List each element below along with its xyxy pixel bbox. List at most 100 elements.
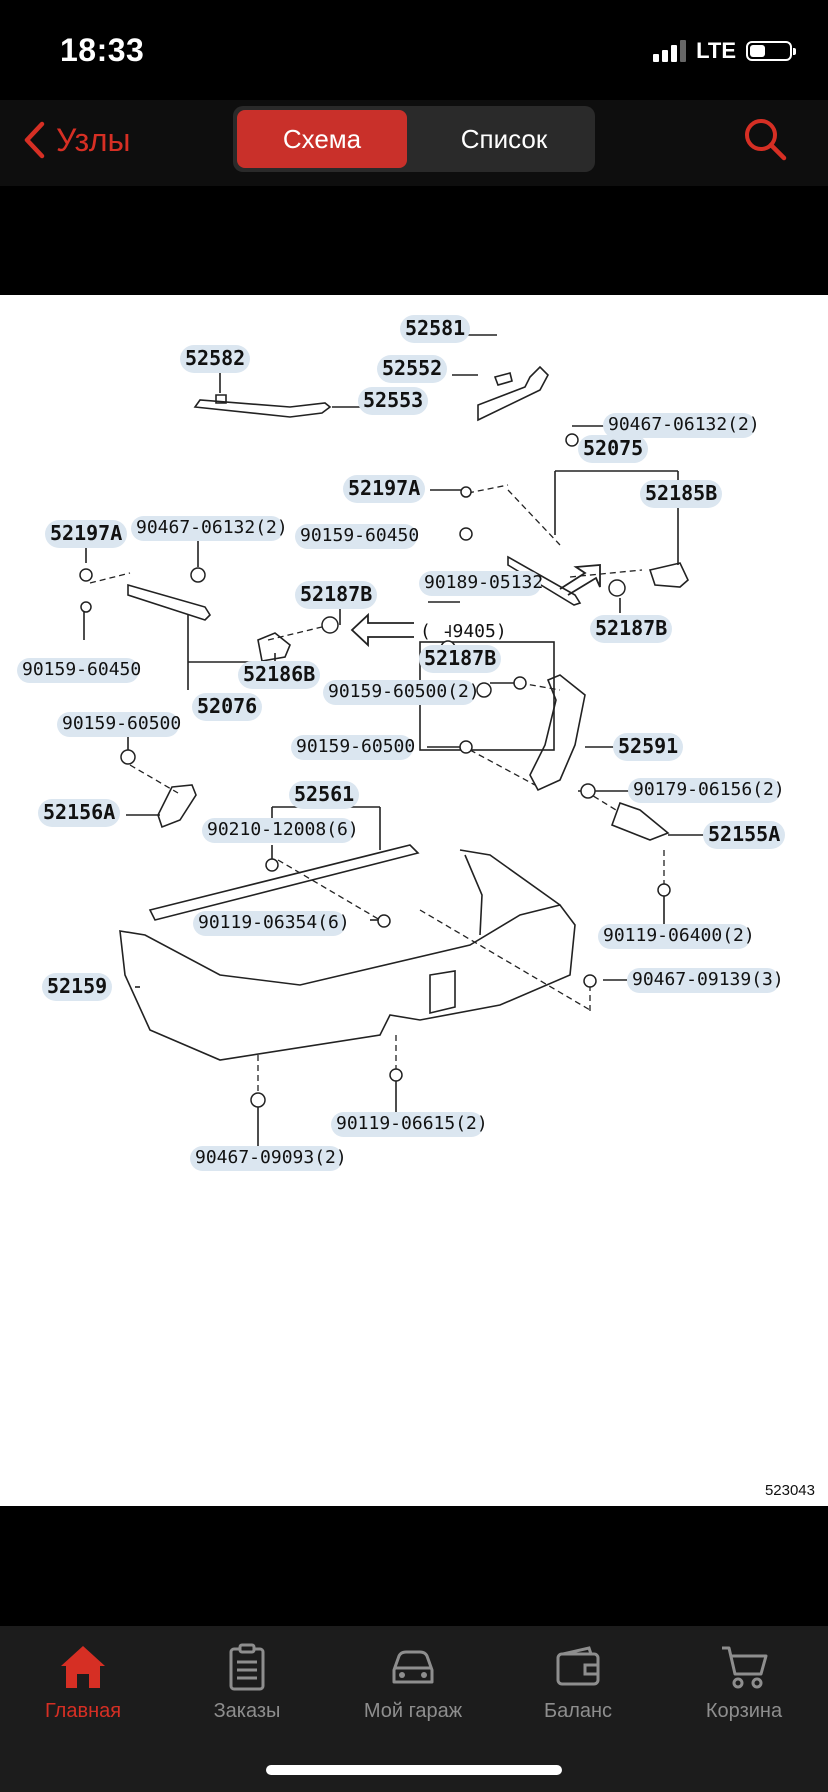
part-number: 90467-06132(2) <box>136 517 288 538</box>
part-label[interactable]: 90467-09093(2) <box>190 1146 347 1171</box>
part-number: 90159-60500 <box>62 713 181 734</box>
part-label-bg <box>180 345 250 373</box>
part-label[interactable]: 52591 <box>613 733 683 761</box>
part-number: 90189-05132 <box>424 572 543 593</box>
part-number: 90210-12008(6) <box>207 819 359 840</box>
part-label[interactable]: 52186B <box>238 661 320 689</box>
part-label[interactable]: 52187B <box>295 581 377 609</box>
part-number: 52581 <box>405 316 465 340</box>
part-label[interactable]: 90467-09139(3) <box>627 968 784 993</box>
part-label[interactable]: 90179-06156(2) <box>628 778 785 803</box>
part-label[interactable]: 90159-60500 <box>57 712 181 737</box>
part-label[interactable]: 90189-05132 <box>419 571 543 596</box>
part-label-bg <box>640 480 722 508</box>
cart-icon <box>722 1646 768 1689</box>
part-label-bg <box>603 413 756 438</box>
segment-list[interactable]: Список <box>460 123 548 154</box>
part-label[interactable]: 90119-06615(2) <box>331 1112 488 1137</box>
part-label-bg <box>613 733 683 761</box>
back-label: Узлы <box>56 121 131 158</box>
part-label[interactable]: 90159-60450 <box>295 524 419 549</box>
part-52076-shape <box>127 583 212 621</box>
part-number: 90119-06354(6) <box>198 912 350 933</box>
part-label[interactable]: 52187B <box>590 615 672 643</box>
segment-scheme[interactable]: Схема <box>237 110 407 168</box>
part-label[interactable]: 52581 <box>400 315 470 343</box>
part-number: 52186B <box>243 662 315 686</box>
part-label[interactable]: 90119-06400(2) <box>598 924 755 949</box>
tab-label: Баланс <box>543 1700 613 1722</box>
part-52185b-shape <box>648 562 689 588</box>
part-label-bg <box>202 818 355 843</box>
view-segmented-control: Схема Список <box>233 106 595 172</box>
part-label[interactable]: 52553 <box>358 387 428 415</box>
part-label-bg <box>358 387 428 415</box>
part-number: 52155A <box>708 822 780 846</box>
part-label-bg <box>703 821 785 849</box>
part-label[interactable]: 52076 <box>192 693 262 721</box>
part-number: 90159-60450 <box>300 525 419 546</box>
part-label[interactable]: 90210-12008(6) <box>202 818 359 843</box>
part-label[interactable]: 52187B <box>419 645 501 673</box>
part-label-bg <box>343 475 425 503</box>
tab-orders[interactable]: Заказы <box>172 1640 322 1740</box>
part-label-bg <box>331 1112 484 1137</box>
part-label[interactable]: 90159-60500 <box>291 735 415 760</box>
part-number: 90119-06400(2) <box>603 925 755 946</box>
part-52186b-shape <box>257 632 291 662</box>
part-label[interactable]: 52197A <box>343 475 425 503</box>
orders-icon <box>229 1643 265 1691</box>
part-label[interactable]: 52552 <box>377 355 447 383</box>
tab-label: Заказы <box>213 1700 281 1722</box>
part-label[interactable]: 90159-60450 <box>17 658 141 683</box>
part-number: 90159-60500(2) <box>328 681 480 702</box>
part-label[interactable]: 52185B <box>640 480 722 508</box>
part-label[interactable]: 52197A <box>45 520 127 548</box>
tab-bar: Главная Заказы Мой гараж Баланс <box>0 1626 828 1792</box>
part-label-bg <box>57 712 180 737</box>
part-number: 52591 <box>618 734 678 758</box>
part-label[interactable]: 90467-06132(2) <box>603 413 760 438</box>
part-label[interactable]: 52159 <box>42 973 112 1001</box>
part-label[interactable]: 52156A <box>38 799 120 827</box>
part-label-bg <box>295 581 377 609</box>
diagram-code: 523043 <box>765 1482 815 1499</box>
part-label-bg <box>578 435 648 463</box>
search-icon[interactable] <box>742 116 788 162</box>
part-number: 52553 <box>363 388 423 412</box>
part-number: 52075 <box>583 436 643 460</box>
part-number: 52076 <box>197 694 257 718</box>
chevron-left-icon <box>24 121 45 159</box>
part-number: 52197A <box>50 521 122 545</box>
part-number: 52197A <box>348 476 420 500</box>
tab-balance[interactable]: Баланс <box>503 1640 653 1740</box>
part-label[interactable]: 52155A <box>703 821 785 849</box>
part-label-bg <box>190 1146 343 1171</box>
part-label-bg <box>628 778 781 803</box>
part-number: 52552 <box>382 356 442 380</box>
part-label-bg <box>590 615 672 643</box>
part-number: 90159-60450 <box>22 659 141 680</box>
tab-cart[interactable]: Корзина <box>669 1640 819 1740</box>
part-label[interactable]: 52075 <box>578 435 648 463</box>
part-label-bg <box>17 658 140 683</box>
part-number: 52156A <box>43 800 115 824</box>
part-number: 90179-06156(2) <box>633 779 785 800</box>
tab-label: Главная <box>44 1700 122 1722</box>
part-label[interactable]: 52561 <box>289 781 359 809</box>
part-label[interactable]: 52582 <box>180 345 250 373</box>
back-button[interactable]: Узлы <box>22 120 131 160</box>
part-labels: 5258152552525825255390467-06132(2)520755… <box>17 315 785 1171</box>
part-number: 90159-60500 <box>296 736 415 757</box>
part-number: 90119-06615(2) <box>336 1113 488 1134</box>
home-icon <box>61 1646 105 1688</box>
part-label[interactable]: 90467-06132(2) <box>131 516 288 541</box>
part-52591-shape <box>529 674 586 792</box>
part-label[interactable]: 90159-60500(2) <box>323 680 480 705</box>
part-label[interactable]: 90119-06354(6) <box>193 911 350 936</box>
part-52159-shape <box>119 904 576 1061</box>
part-label-bg <box>627 968 780 993</box>
tab-garage[interactable]: Мой гараж <box>338 1640 488 1740</box>
tab-home[interactable]: Главная <box>8 1640 158 1740</box>
